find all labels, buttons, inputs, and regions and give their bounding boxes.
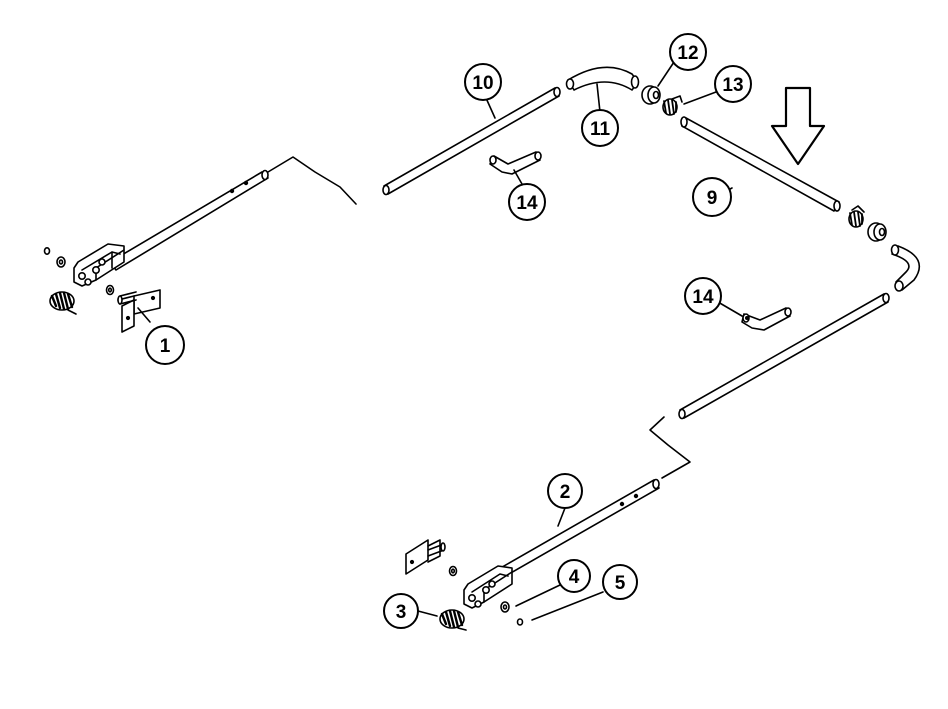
callout-5: 5 [602,564,638,600]
right-long-tube [678,292,890,420]
callout-12-label: 12 [677,43,698,64]
left-break-line [267,156,357,205]
cap-12 [641,85,661,105]
tube-2-assembly [405,478,660,631]
callout-14-right-label: 14 [692,287,714,308]
callout-11: 11 [581,109,619,147]
elbow-11 [565,66,640,91]
callout-4-label: 4 [569,567,580,588]
callout-9: 9 [692,177,732,217]
callout-10: 10 [464,63,502,101]
callout-4: 4 [557,559,591,593]
washer-4 [500,601,510,613]
pin-14-right [741,307,792,331]
leader-lines [137,61,743,621]
callout-13-label: 13 [722,75,743,96]
callout-3-label: 3 [396,602,407,623]
right-clamp [848,205,865,228]
callout-2: 2 [547,473,583,509]
clamp-13 [662,95,683,116]
pin-14-top [489,151,542,175]
right-elbow [890,244,921,292]
down-arrow-icon [770,86,826,166]
left-rod-assembly [43,156,357,333]
callout-12: 12 [669,33,707,71]
callout-1-label: 1 [160,336,171,357]
spring-3 [439,609,467,631]
left-tube [109,171,269,271]
left-spring [49,291,77,315]
left-mount-bracket [117,289,161,333]
callout-2-label: 2 [560,482,571,503]
callout-1: 1 [145,325,185,365]
left-washer-small [43,247,51,256]
callout-9-label: 9 [707,188,718,209]
rod-9 [680,116,841,212]
tube-10 [382,86,561,196]
callout-11-label: 11 [590,119,611,140]
callout-10-label: 10 [472,73,493,94]
callout-13: 13 [714,65,752,103]
right-cap [867,222,887,242]
left-washer-lower [105,284,115,296]
callout-14-top-label: 14 [516,193,538,214]
callout-5-label: 5 [615,573,626,594]
callout-14-right: 14 [684,277,722,315]
left-washer-large [56,256,66,268]
callout-3: 3 [383,593,419,629]
lower-break-line [649,416,691,479]
callout-14-top: 14 [508,183,546,221]
ring-5 [516,618,524,626]
